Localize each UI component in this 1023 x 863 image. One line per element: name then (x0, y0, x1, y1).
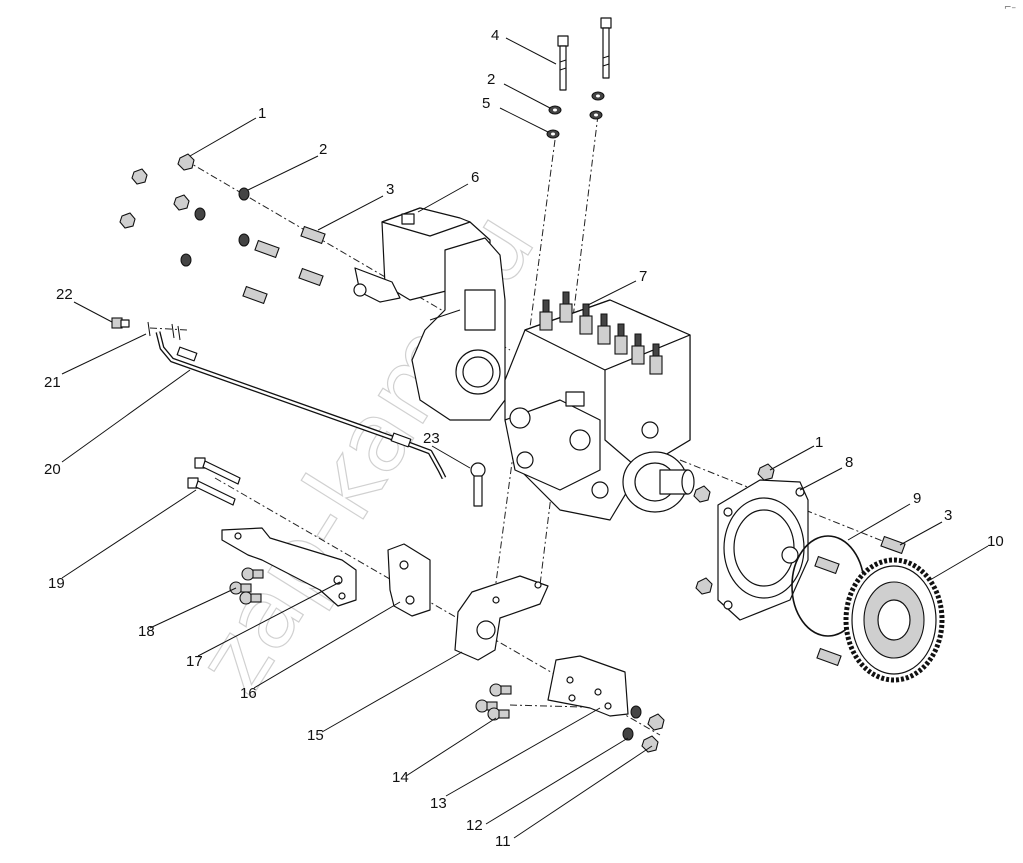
part-23-banjo-fitting (470, 462, 486, 507)
callout-5: 5 (482, 95, 490, 112)
callout-8: 8 (845, 454, 853, 471)
callout-9: 9 (913, 490, 921, 507)
callout-2-top: 2 (487, 71, 495, 88)
part-1-nuts-right (693, 463, 775, 595)
corner-mark: ⌐– (1004, 3, 1017, 13)
part-14-bolts (475, 683, 512, 721)
callout-3: 3 (386, 181, 394, 198)
callout-3-right: 3 (944, 507, 952, 524)
callout-14: 14 (392, 769, 409, 786)
leader-lines (61, 37, 989, 839)
callout-17: 17 (186, 653, 203, 670)
callout-7: 7 (639, 268, 647, 285)
part-17-bracket (221, 527, 357, 607)
callout-18: 18 (138, 623, 155, 640)
callout-1: 1 (258, 105, 266, 122)
part-19-bolts (187, 457, 241, 506)
callout-19: 19 (48, 575, 65, 592)
callout-21: 21 (44, 374, 61, 391)
part-8-adapter-flange (717, 479, 809, 621)
part-10-gear (843, 557, 945, 683)
callout-20: 20 (44, 461, 61, 478)
callout-16: 16 (240, 685, 257, 702)
callout-4: 4 (491, 27, 499, 44)
part-20-21-22-fuel-line (111, 317, 447, 480)
part-6-governor-housing (353, 207, 506, 421)
callout-13: 13 (430, 795, 447, 812)
callout-2: 2 (319, 141, 327, 158)
callout-23: 23 (423, 430, 440, 447)
part-1-2-3-small-hardware (119, 153, 326, 305)
callout-1-right: 1 (815, 434, 823, 451)
callout-12: 12 (466, 817, 483, 834)
part-11-12-nuts-washers (622, 705, 665, 753)
part-15-bracket (454, 575, 549, 661)
pump-delivery-valves (539, 291, 663, 375)
part-18-bolts (229, 567, 264, 605)
part-2-5-washers (546, 91, 605, 139)
part-16-bracket (387, 543, 431, 617)
part-4-bolts (557, 17, 612, 91)
callout-11: 11 (495, 833, 511, 850)
callout-6: 6 (471, 169, 479, 186)
callout-10: 10 (987, 533, 1004, 550)
callout-15: 15 (307, 727, 324, 744)
part-13-plate (547, 655, 629, 717)
part-7-injection-pump (504, 291, 695, 521)
callout-22: 22 (56, 286, 73, 303)
part-3-studs-right (814, 535, 906, 667)
callout-numbers: 1 2 3 4 2 5 6 7 22 21 20 23 1 8 9 3 10 1… (44, 27, 1004, 850)
